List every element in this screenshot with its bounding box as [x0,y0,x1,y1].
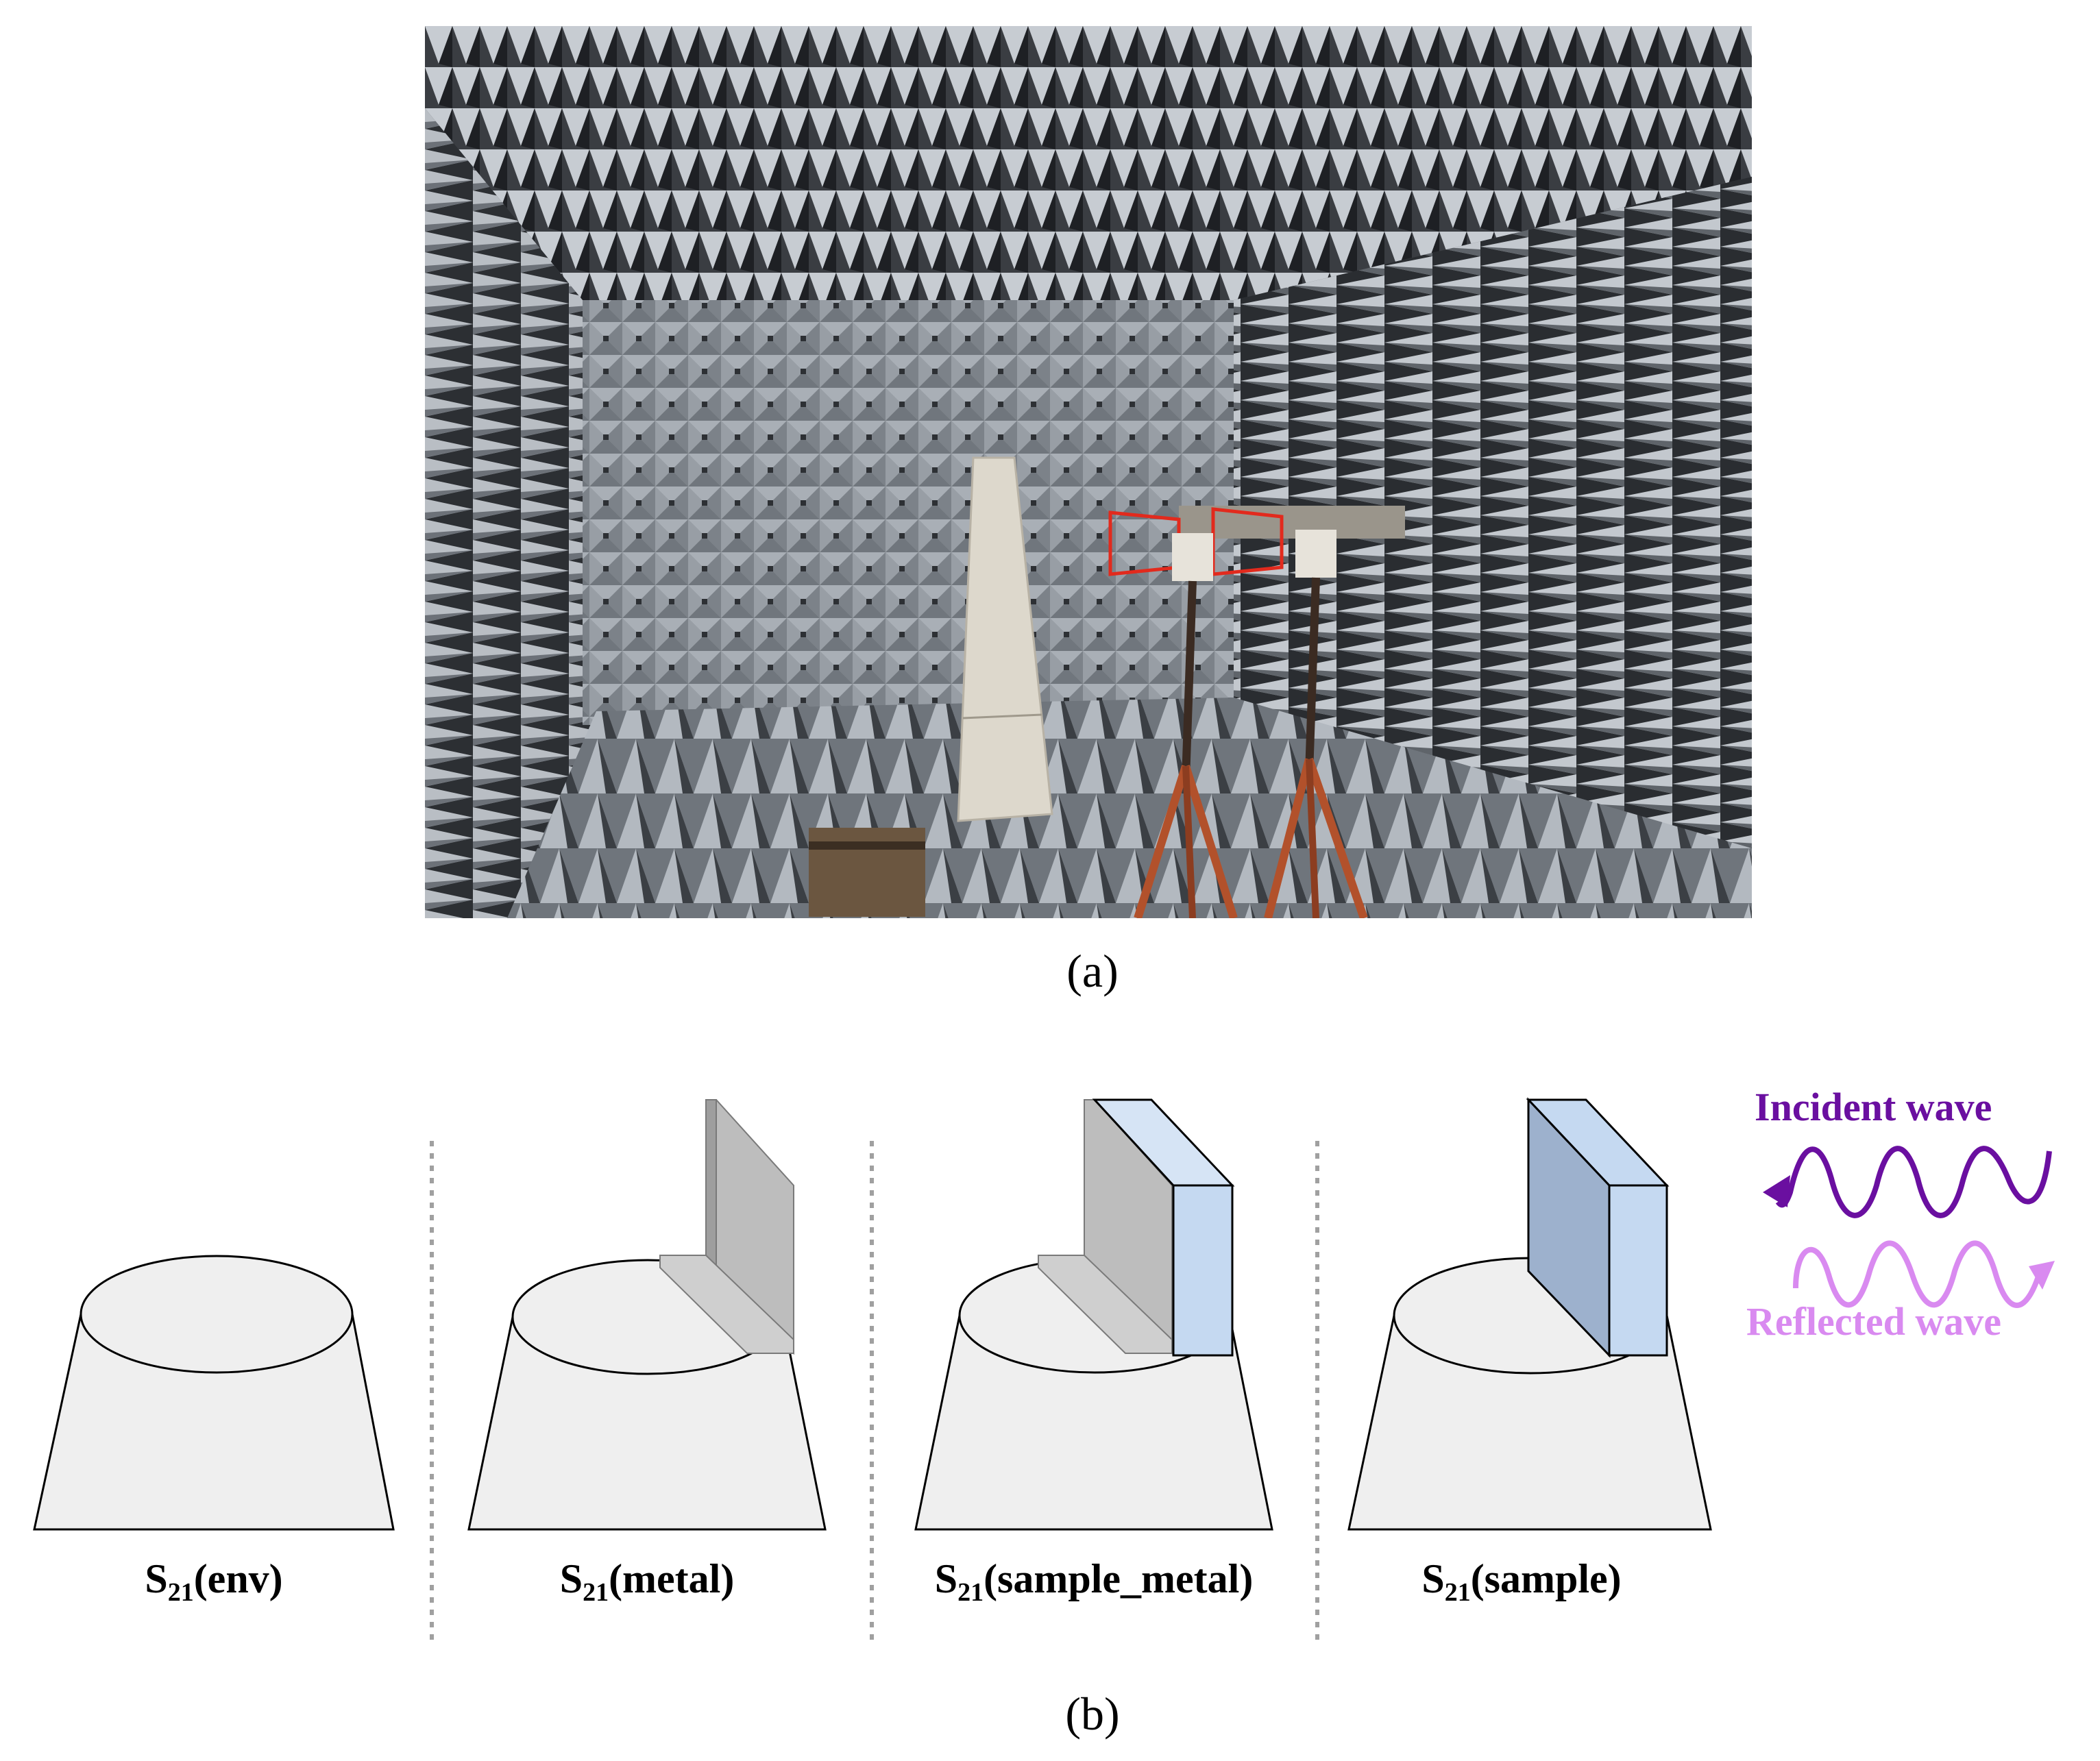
stage-label-metal: S21(metal) [559,1556,735,1607]
stage-label-sample: S21(sample) [1421,1556,1622,1607]
anechoic-chamber-photo [425,26,1752,918]
caption-b: (b) [1065,1688,1120,1740]
pedestal-env [33,1255,395,1531]
incident-wave-label: Incident wave [1755,1085,1992,1129]
metal-plate [1038,1099,1173,1355]
stage-label-sample-metal: S21(sample_metal) [934,1556,1254,1607]
reflected-wave-label: Reflected wave [1746,1299,2001,1344]
caption-a: (a) [1066,945,1119,997]
sample-block [1526,1097,1670,1358]
stage-label-env: S21(env) [145,1556,283,1607]
sample-block [1092,1098,1235,1357]
chamber-illustration [425,26,1752,918]
metal-plate [659,1099,794,1355]
pedestal-metal [467,1259,827,1531]
measurement-diagram [33,1097,2055,1641]
incident-wave-arrow [1763,1146,2052,1218]
reflected-wave-arrow [1793,1240,2055,1308]
